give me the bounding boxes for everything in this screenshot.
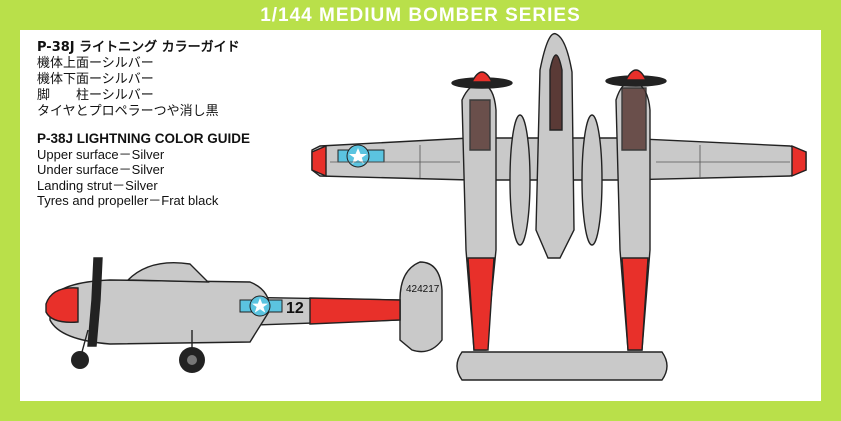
spinner-left [470, 71, 494, 83]
horizontal-stabilizer [456, 351, 668, 381]
drop-tank-right [581, 114, 603, 246]
drop-tank-left [509, 114, 531, 246]
color-guide-english: P-38J LIGHTNING COLOR GUIDE Upper surfac… [37, 131, 250, 209]
guide-line-tyres-en: Tyres and propeller－Frat black [37, 193, 219, 208]
side-fuselage [49, 279, 271, 345]
guide-line-tyres-jp: タイヤとプロペラーつや消し黒 [37, 104, 219, 119]
guide-line-strut-jp: 脚 柱ーシルバー [37, 88, 154, 103]
spinner-right [624, 69, 648, 81]
guide-line-upper-en: Upper surface－Silver [37, 146, 165, 162]
anti-glare-right [621, 87, 647, 151]
series-title: 1/144 MEDIUM BOMBER SERIES [260, 5, 581, 26]
side-spinner [45, 287, 79, 323]
side-canopy [126, 262, 210, 283]
wing-insignia [337, 144, 385, 168]
left-wingtip [311, 144, 327, 178]
canopy-top [549, 54, 563, 131]
anti-glare-left [469, 99, 491, 151]
central-nacelle [535, 32, 575, 259]
guide-title-en: P-38J LIGHTNING COLOR GUIDE [37, 131, 251, 146]
guide-title-jp: P-38J ライトニング カラーガイド [37, 40, 240, 55]
side-boom-red [309, 297, 401, 325]
guide-line-under-jp: 機体下面ーシルバー [37, 72, 154, 87]
side-propeller [87, 257, 103, 347]
right-wingtip [791, 144, 807, 178]
tail-fin [399, 261, 443, 353]
fuselage-code: 12 [286, 300, 304, 317]
tail-serial: 424217 [406, 284, 440, 295]
left-boom-red [467, 257, 495, 351]
guide-line-under-en: Under surface－Silver [37, 162, 165, 177]
right-boom-red [621, 257, 649, 351]
nose-wheel [71, 351, 89, 369]
side-insignia [239, 295, 283, 317]
guide-line-upper-jp: 機体上面ーシルバー [37, 56, 154, 71]
color-guide-japanese: P-38J ライトニング カラーガイド 機体上面ーシルバー 機体下面ーシルバー … [37, 40, 240, 120]
guide-line-strut-en: Landing strut－Silver [37, 177, 158, 193]
